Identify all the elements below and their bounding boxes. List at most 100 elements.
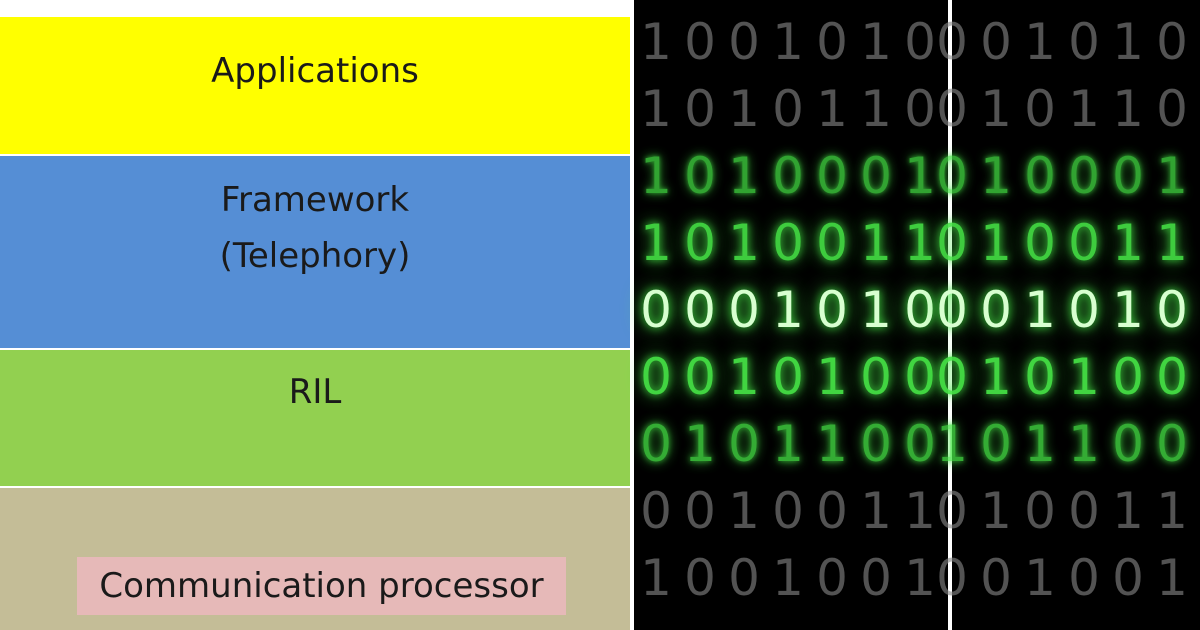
- ril-label: RIL: [288, 372, 342, 412]
- binary-digit: 1: [980, 80, 1012, 138]
- binary-digit: 0: [684, 281, 716, 339]
- binary-digit: 0: [640, 281, 672, 339]
- binary-digit: 1: [1156, 482, 1188, 540]
- binary-digit: 0: [684, 549, 716, 607]
- binary-digit: 0: [1156, 348, 1188, 406]
- binary-digit: 0: [860, 415, 892, 473]
- framework-layer: Framework (Telephory): [0, 156, 630, 348]
- binary-digit: 1: [1068, 348, 1100, 406]
- applications-layer: Applications: [0, 17, 630, 154]
- binary-digit: 1: [904, 482, 936, 540]
- binary-digit: 0: [860, 147, 892, 205]
- binary-digit: 0: [980, 281, 1012, 339]
- binary-digit: 1: [816, 415, 848, 473]
- binary-digit: 1: [772, 281, 804, 339]
- binary-digit: 1: [860, 214, 892, 272]
- binary-digit: 0: [904, 281, 936, 339]
- binary-digit: 1: [860, 281, 892, 339]
- binary-digit: 0: [772, 482, 804, 540]
- binary-digit: 1: [772, 549, 804, 607]
- binary-digit: 0: [904, 415, 936, 473]
- binary-digit: 1: [772, 415, 804, 473]
- binary-digit: 1: [684, 415, 716, 473]
- layer-stack-diagram: Applications Framework (Telephory) RIL C…: [0, 17, 630, 630]
- binary-digit: 1: [640, 80, 672, 138]
- binary-digit: 1: [1024, 281, 1056, 339]
- binary-digit: 0: [772, 348, 804, 406]
- binary-digit: 1: [1112, 13, 1144, 71]
- binary-digit: 0: [1024, 214, 1056, 272]
- binary-digit: 0: [936, 13, 968, 71]
- binary-digit: 0: [904, 348, 936, 406]
- binary-digit: 1: [728, 80, 760, 138]
- binary-digit: 1: [1024, 415, 1056, 473]
- binary-digit: 1: [728, 482, 760, 540]
- communication-processor-layer: Communication processor: [0, 488, 630, 630]
- binary-digit: 0: [816, 482, 848, 540]
- binary-digit: 0: [816, 214, 848, 272]
- binary-digit: 0: [816, 549, 848, 607]
- binary-digit: 0: [936, 549, 968, 607]
- binary-digit: 1: [640, 214, 672, 272]
- binary-digit: 1: [860, 482, 892, 540]
- binary-digit: 0: [1068, 13, 1100, 71]
- binary-digit: 1: [1024, 549, 1056, 607]
- binary-digit: 1: [640, 147, 672, 205]
- binary-digit: 1: [1156, 214, 1188, 272]
- binary-digit: 0: [980, 549, 1012, 607]
- binary-digit: 1: [936, 415, 968, 473]
- ril-layer: RIL: [0, 350, 630, 486]
- binary-digit: 1: [1068, 80, 1100, 138]
- binary-digit: 0: [1156, 415, 1188, 473]
- binary-digit: 0: [684, 13, 716, 71]
- binary-digit: 1: [1112, 80, 1144, 138]
- binary-digit: 0: [1024, 80, 1056, 138]
- binary-digit: 1: [980, 214, 1012, 272]
- binary-digit: 0: [936, 281, 968, 339]
- binary-digit: 1: [980, 482, 1012, 540]
- binary-digit: 1: [816, 80, 848, 138]
- binary-digit: 0: [684, 482, 716, 540]
- binary-digit: 0: [1068, 281, 1100, 339]
- binary-digit: 0: [640, 482, 672, 540]
- binary-digit: 1: [1068, 415, 1100, 473]
- binary-digit: 0: [860, 348, 892, 406]
- binary-digit: 0: [904, 13, 936, 71]
- binary-digit: 1: [640, 549, 672, 607]
- binary-digit: 0: [1112, 415, 1144, 473]
- binary-digit: 1: [904, 549, 936, 607]
- binary-digit: 0: [816, 147, 848, 205]
- binary-digit: 0: [816, 13, 848, 71]
- binary-digit: 0: [728, 13, 760, 71]
- binary-digit: 1: [1112, 214, 1144, 272]
- binary-digit: 0: [936, 147, 968, 205]
- binary-digit: 0: [936, 348, 968, 406]
- binary-digit: 0: [1112, 549, 1144, 607]
- binary-digit: 1: [860, 80, 892, 138]
- framework-label-line-2: (Telephory): [219, 236, 411, 276]
- binary-digit: 0: [640, 415, 672, 473]
- binary-digit: 1: [816, 348, 848, 406]
- binary-digit: 0: [860, 549, 892, 607]
- binary-digit: 0: [684, 147, 716, 205]
- binary-digit: 0: [904, 80, 936, 138]
- binary-digit: 0: [980, 13, 1012, 71]
- binary-digit: 0: [772, 80, 804, 138]
- binary-digit: 0: [1024, 147, 1056, 205]
- binary-digit: 0: [1068, 214, 1100, 272]
- binary-digit: 0: [728, 281, 760, 339]
- binary-digit: 0: [1156, 80, 1188, 138]
- binary-digit: 1: [728, 214, 760, 272]
- binary-digit: 0: [1112, 147, 1144, 205]
